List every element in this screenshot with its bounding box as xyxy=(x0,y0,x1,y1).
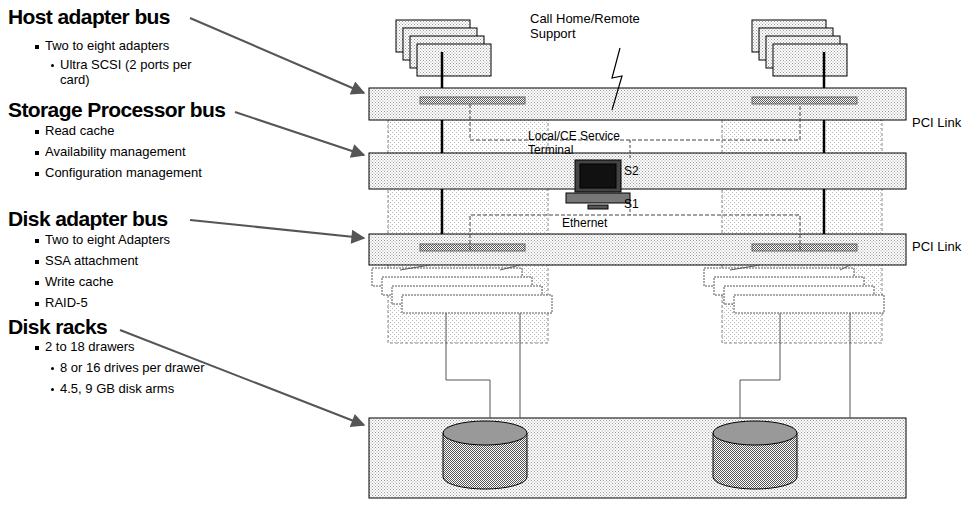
pointer-arrow xyxy=(235,112,364,155)
bullet-square xyxy=(35,172,39,176)
drawer-cable xyxy=(400,265,430,270)
text-label: RAID-5 xyxy=(45,296,88,311)
drawer-cable xyxy=(730,265,760,270)
text-label: Two to eight adapters xyxy=(45,39,169,54)
bullet-dot xyxy=(51,64,54,67)
text-label: Write cache xyxy=(45,275,113,290)
adapter-bar xyxy=(420,97,525,104)
bullet-square xyxy=(35,281,39,285)
text-label: Ultra SCSI (2 ports per card) xyxy=(60,58,215,88)
text-label: Two to eight Adapters xyxy=(45,233,170,248)
host-card xyxy=(773,44,847,76)
text-label: 4.5, 9 GB disk arms xyxy=(60,382,174,397)
internal-link xyxy=(470,104,800,140)
adapter-bar xyxy=(752,244,857,251)
text-label: Ethernet xyxy=(560,217,609,231)
bus-link xyxy=(441,189,444,234)
terminal-keyboard xyxy=(566,193,630,203)
disk-drawer xyxy=(734,295,884,313)
text-label: 8 or 16 drives per drawer xyxy=(60,361,205,376)
bullet-square xyxy=(35,260,39,264)
disk-adapter-bus xyxy=(369,234,906,265)
adapter-bar xyxy=(420,244,525,251)
text-label: PCI Link xyxy=(912,240,961,255)
remote-link xyxy=(612,48,622,110)
section-heading: Disk racks xyxy=(8,315,107,339)
rack-cable xyxy=(520,313,521,418)
storage-processor-bus xyxy=(369,153,906,189)
bus-link xyxy=(441,120,444,153)
bullet-square xyxy=(35,302,39,306)
text-label: Availability management xyxy=(45,145,186,160)
disk-drum-top xyxy=(713,421,797,445)
bullet-square xyxy=(35,151,39,155)
adapter-bar xyxy=(752,97,857,104)
disk-drawer xyxy=(402,295,552,313)
disk-rack xyxy=(369,418,906,498)
pointer-arrow xyxy=(190,220,364,238)
bus-link xyxy=(441,52,444,88)
host-adapter-bus xyxy=(369,88,906,120)
rack-cable xyxy=(446,313,490,418)
terminal-base xyxy=(588,205,608,209)
section-heading: Host adapter bus xyxy=(8,5,170,29)
pointer-arrow xyxy=(120,330,364,425)
text-label: SSA attachment xyxy=(45,254,138,269)
section-heading: Storage Processor bus xyxy=(8,98,225,122)
drawer-cable xyxy=(840,265,850,270)
pointer-arrow xyxy=(190,18,364,93)
bullet-square xyxy=(35,346,39,350)
bullet-square xyxy=(35,130,39,134)
rack-cable xyxy=(740,313,780,418)
internal-link xyxy=(470,215,800,250)
terminal-screen xyxy=(580,164,616,188)
text-label: Local/CE Service Terminal xyxy=(528,130,628,158)
drawer-cable xyxy=(500,265,520,270)
bullet-dot xyxy=(51,367,54,370)
text-label: S1 xyxy=(624,198,639,212)
bullet-dot xyxy=(51,388,54,391)
terminal-link xyxy=(630,140,631,158)
bus-link xyxy=(823,52,826,88)
section-heading: Disk adapter bus xyxy=(8,207,168,231)
text-label: PCI Link xyxy=(912,116,961,131)
bus-link xyxy=(823,120,826,153)
text-label: S2 xyxy=(624,165,639,179)
bullet-square xyxy=(35,45,39,49)
terminal-monitor xyxy=(575,160,621,192)
text-label: Configuration management xyxy=(45,166,202,181)
rack-cable xyxy=(850,313,851,418)
bullet-square xyxy=(35,239,39,243)
host-card xyxy=(417,44,491,76)
text-label: 2 to 18 drawers xyxy=(45,340,135,355)
text-label: Read cache xyxy=(45,124,114,139)
disk-drum-top xyxy=(443,421,527,445)
bus-link xyxy=(823,189,826,234)
text-label: Call Home/Remote Support xyxy=(530,12,640,42)
